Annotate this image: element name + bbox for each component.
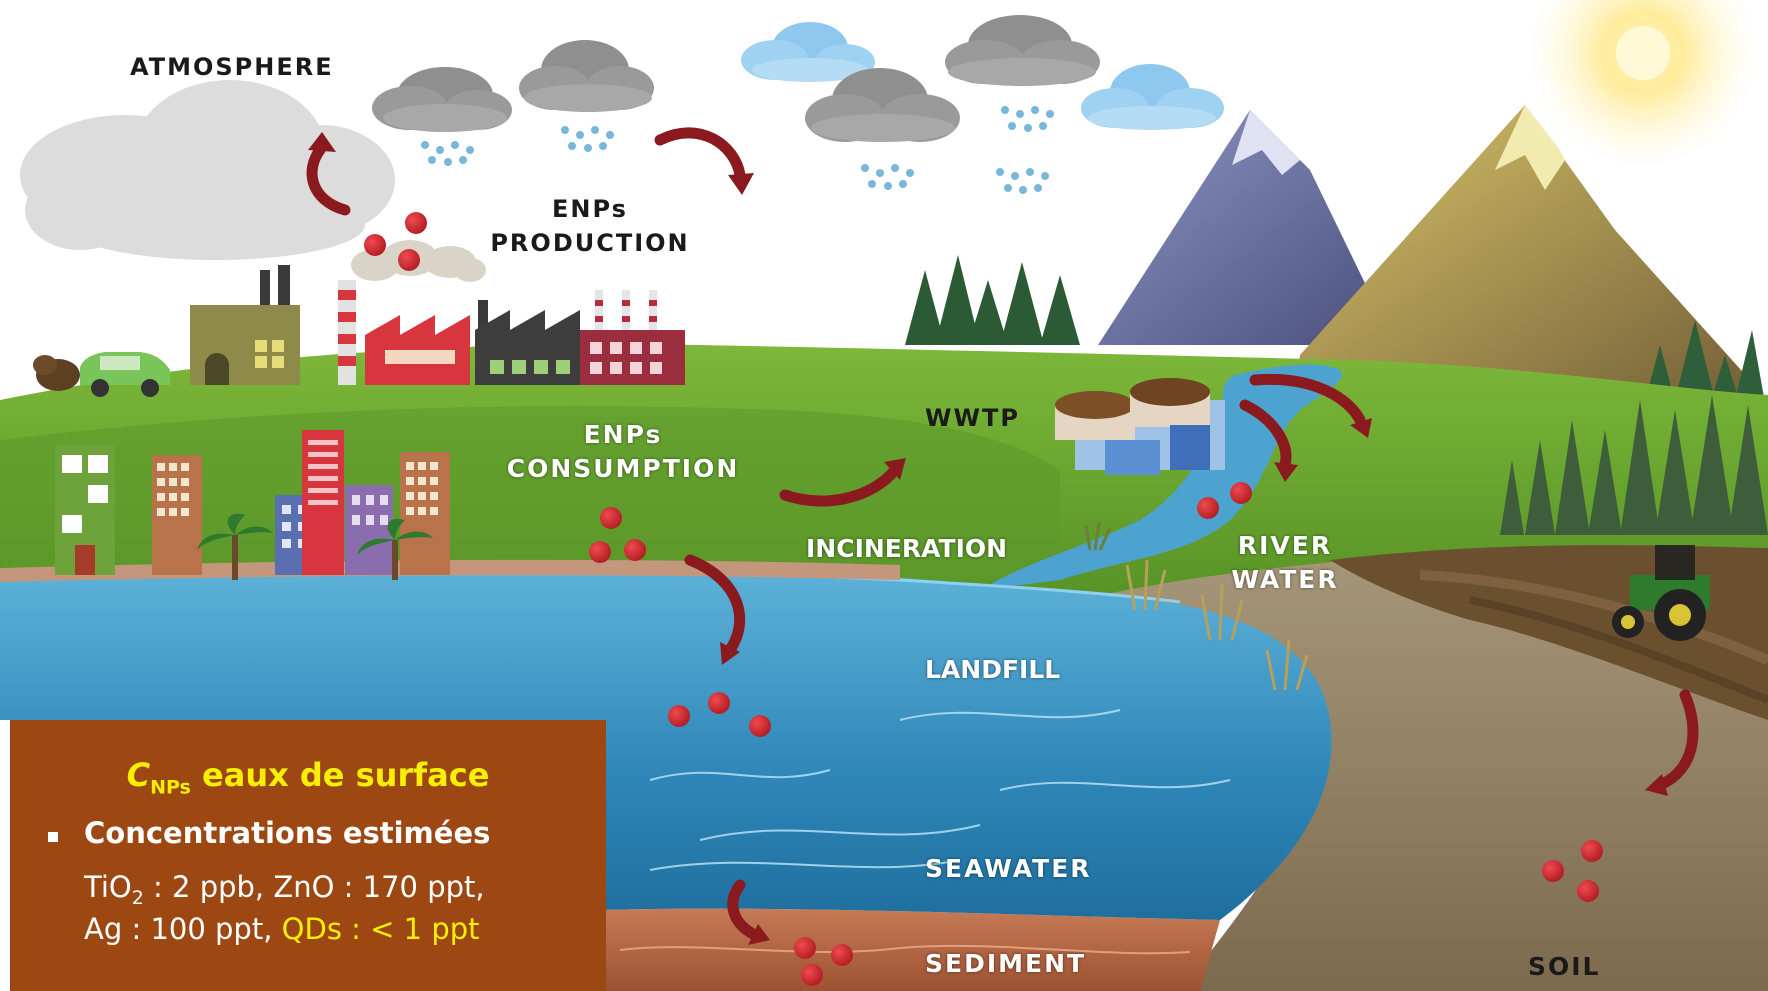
flow-arrow-icon (1645, 689, 1699, 796)
cloud-icon (1081, 64, 1224, 130)
label-sediment: SEDIMENT (925, 949, 1087, 978)
flow-arrow-icon (306, 132, 351, 216)
label-soil: SOIL (1528, 952, 1601, 981)
panel-line1-subscript: 2 (131, 886, 144, 909)
nanoparticle-icon (801, 964, 823, 986)
factory-icon (338, 280, 470, 385)
label-wwtp: WWTP (925, 404, 1020, 432)
panel-line-2: Ag : 100 ppt, QDs : < 1 ppt (84, 912, 480, 946)
nanoparticle-icon (794, 937, 816, 959)
panel-line2-a: Ag : 100 ppt, (84, 912, 282, 946)
nanoparticle-icon (749, 715, 771, 737)
label-river-water-line2: WATER (1231, 565, 1339, 594)
sediment-layer (600, 908, 1220, 991)
nanoparticle-icon (405, 212, 427, 234)
pine-tree-icon (905, 255, 1080, 345)
nanoparticle-icon (1230, 482, 1252, 504)
nanoparticle-icon (708, 692, 730, 714)
label-enps-consumption: ENPs CONSUMPTION (503, 418, 743, 486)
label-enps-consumption-line2: CONSUMPTION (506, 454, 740, 483)
panel-bullet-heading: Concentrations estimées (84, 816, 491, 850)
flow-arrow-icon (1249, 373, 1372, 438)
nanoparticle-icon (668, 705, 690, 727)
factory-icon (580, 290, 685, 385)
palm-tree-icon (197, 513, 433, 580)
mountain-icon (1098, 110, 1395, 345)
label-incineration: INCINERATION (806, 534, 1008, 563)
building-icon (55, 445, 115, 575)
nanoparticle-icon (398, 249, 420, 271)
pine-tree-icon (1500, 395, 1768, 535)
flow-arrow-icon (684, 554, 746, 665)
building-icon (152, 455, 202, 575)
rain-cloud-icon (519, 40, 654, 152)
nanoparticle-icon (1542, 860, 1564, 882)
panel-title-rest: eaux de surface (190, 756, 490, 794)
nanoparticle-icon (1197, 497, 1219, 519)
tractor-icon (1612, 545, 1710, 641)
label-landfill: LANDFILL (925, 655, 1061, 684)
building-icon (345, 485, 393, 575)
label-river-water: RIVER WATER (1225, 529, 1345, 597)
bullet-icon (48, 832, 58, 842)
label-river-water-line1: RIVER (1237, 531, 1333, 560)
wastewater-plant-icon (1055, 378, 1225, 475)
info-panel: CNPs eaux de surface Concentrations esti… (10, 720, 606, 991)
flow-arrow-icon (654, 127, 754, 195)
label-enps-consumption-line1: ENPs (583, 420, 663, 449)
panel-line1-a: TiO (84, 870, 132, 904)
nanoparticle-icon (624, 539, 646, 561)
river (980, 364, 1342, 590)
flow-arrow-icon (779, 458, 906, 507)
nanoparticles (364, 212, 1603, 986)
panel-line-1: TiO2 : 2 ppb, ZnO : 170 ppt, (84, 870, 485, 909)
nanoparticle-icon (831, 944, 853, 966)
panel-title-c: C (126, 756, 151, 794)
nanoparticle-icon (364, 234, 386, 256)
rain-cloud-icon (805, 68, 960, 190)
factory-icon (190, 265, 300, 385)
nanoparticle-icon (1577, 880, 1599, 902)
mountain-icon (1290, 105, 1768, 420)
label-atmosphere: ATMOSPHERE (130, 53, 334, 81)
building-icon (302, 430, 344, 575)
flow-arrow-icon (727, 879, 770, 945)
panel-title-subscript: NPs (150, 776, 191, 799)
car-icon (33, 352, 170, 397)
nanoparticle-icon (589, 541, 611, 563)
reeds-icon (1084, 521, 1112, 551)
flow-arrows (306, 127, 1699, 945)
label-enps-production-line2: PRODUCTION (490, 229, 690, 257)
label-seawater: SEAWATER (925, 854, 1092, 883)
sun-icon (1528, 0, 1758, 168)
label-enps-production: ENPs PRODUCTION (485, 192, 695, 260)
nanoparticle-icon (600, 507, 622, 529)
rain-cloud-icon (372, 67, 512, 166)
reeds-icon (1125, 559, 1309, 691)
rain-cloud-icon (945, 15, 1100, 194)
panel-line2-b: QDs : < 1 ppt (281, 912, 480, 946)
nanoparticle-icon (1581, 840, 1603, 862)
building-icon (400, 452, 450, 575)
label-enps-production-line1: ENPs (552, 195, 628, 223)
seawater-body (0, 565, 1332, 920)
panel-title: CNPs eaux de surface (10, 756, 606, 798)
factory-icon (475, 300, 580, 385)
panel-line1-b: : 2 ppb, ZnO : 170 ppt, (143, 870, 485, 904)
flow-arrow-icon (1239, 399, 1298, 482)
cloud-icon (741, 22, 875, 82)
atmosphere-cloud-icon (20, 80, 395, 260)
